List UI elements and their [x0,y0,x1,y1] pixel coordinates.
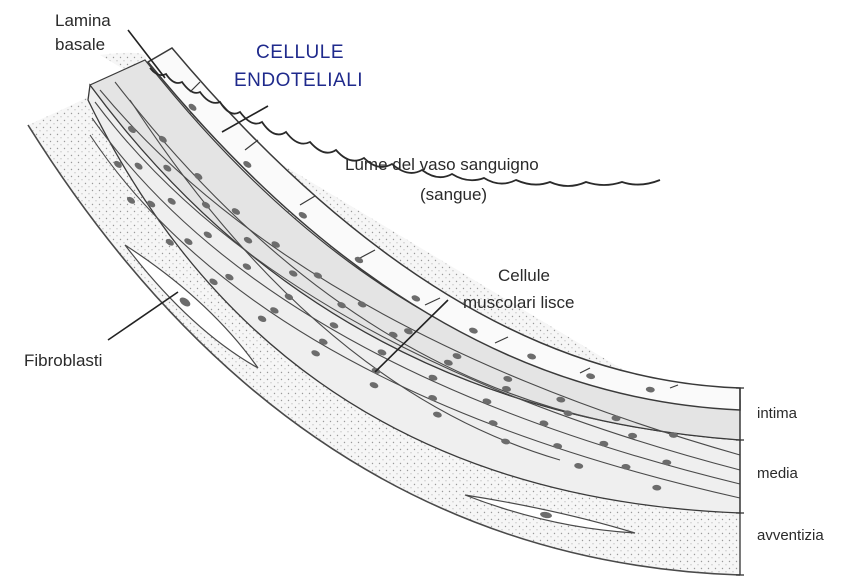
label-media: media [757,465,799,482]
label-lamina-1: Lamina [55,11,111,30]
label-endothelial-1: CELLULE [256,42,344,63]
label-endothelial-2: ENDOTELIALI [234,70,363,91]
label-fibroblasts: Fibroblasti [24,351,102,370]
leader-fibroblasts [108,292,178,340]
label-lamina-2: basale [55,35,105,54]
label-lumen-2: (sangue) [420,185,487,204]
label-lumen-1: Lume del vaso sanguigno [345,155,539,174]
label-smooth-muscle-2: muscolari lisce [463,293,574,312]
label-intima: intima [757,405,798,422]
label-adventitia: avventizia [757,527,824,544]
label-smooth-muscle-1: Cellule [498,266,550,285]
